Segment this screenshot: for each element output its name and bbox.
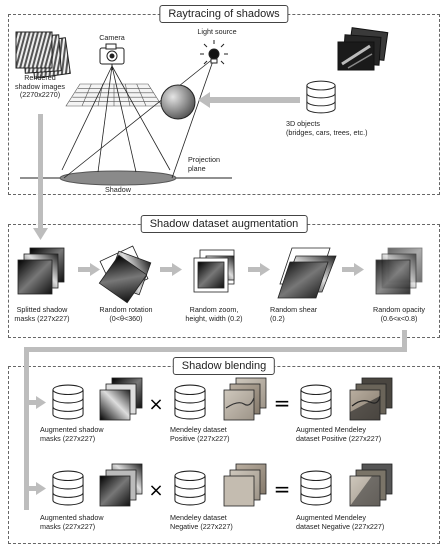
3d-object-images xyxy=(337,27,389,71)
augmented-mendeley-positive-db xyxy=(300,384,332,420)
sphere-object xyxy=(160,84,196,120)
augmented-masks-negative-label: Augmented shadow masks (227x227) xyxy=(40,513,104,531)
augmented-masks-images-negative xyxy=(99,463,143,507)
shear-example xyxy=(277,247,337,299)
mendeley-negative-images xyxy=(223,463,267,507)
splitted-masks-stack xyxy=(17,247,65,295)
rendered-images-stack xyxy=(15,31,71,79)
zoom-example xyxy=(193,249,235,293)
raytracing-title: Raytracing of shadows xyxy=(159,5,289,23)
augmented-masks-db-negative xyxy=(52,470,84,506)
mendeley-positive-label: Mendeley dataset Positive (227x227) xyxy=(170,425,230,443)
augmentation-title: Shadow dataset augmentation xyxy=(140,215,308,233)
augmentation-panel: Shadow dataset augmentation xyxy=(8,215,440,338)
mendeley-positive-images xyxy=(223,377,267,421)
rendered-images-label: Rendered shadow images (2270x2270) xyxy=(15,73,65,100)
step-zoom-label: Random zoom, height, width (0.2) xyxy=(185,305,243,323)
step-opacity-label: Random opacity (0.6<κ<0.8) xyxy=(373,305,425,323)
mendeley-negative-label: Mendeley dataset Negative (227x227) xyxy=(170,513,233,531)
3d-objects-database-icon xyxy=(306,80,336,114)
blending-panel: Shadow blending xyxy=(8,357,440,544)
step-rotation-label: Random rotation (0<θ<360) xyxy=(99,305,153,323)
camera-rays xyxy=(61,65,171,173)
blending-title: Shadow blending xyxy=(172,357,276,375)
augmented-mendeley-positive-images xyxy=(349,377,393,421)
projection-plane-label: Projection plane xyxy=(188,155,220,173)
equals-operator-positive: = xyxy=(274,391,291,415)
mendeley-positive-db xyxy=(174,384,206,420)
shadow-label: Shadow xyxy=(105,185,131,194)
multiply-operator-positive: × xyxy=(148,394,163,415)
objects-to-scene-arrow xyxy=(198,92,300,108)
augmented-mendeley-positive-label: Augmented Mendeley dataset Positive (227… xyxy=(296,425,382,443)
step-splitted-label: Splitted shadow masks (227x227) xyxy=(14,305,70,323)
section2-to-section3-arrow xyxy=(24,330,407,510)
light-bulb-icon xyxy=(200,40,228,65)
camera-icon xyxy=(99,43,125,70)
augmented-masks-positive-label: Augmented shadow masks (227x227) xyxy=(40,425,104,443)
raytracing-panel: Raytracing of shadows xyxy=(8,5,440,195)
light-source-label: Light source xyxy=(197,27,237,36)
augmented-mendeley-negative-images xyxy=(349,463,393,507)
opacity-example xyxy=(375,247,423,295)
projected-shadow xyxy=(59,170,177,186)
augmentation-arrows xyxy=(78,263,364,276)
camera-label: Camera xyxy=(99,33,125,42)
rotation-example xyxy=(98,245,152,304)
section1-to-section2-arrow xyxy=(33,114,48,240)
augmented-masks-images-positive xyxy=(99,377,143,421)
step-shear-label: Random shear (0.2) xyxy=(270,305,318,323)
3d-objects-label: 3D objects (bridges, cars, trees, etc.) xyxy=(286,119,368,137)
multiply-operator-negative: × xyxy=(148,480,163,501)
equals-operator-negative: = xyxy=(274,477,291,501)
augmented-mendeley-negative-label: Augmented Mendeley dataset Negative (227… xyxy=(296,513,385,531)
mendeley-negative-db xyxy=(174,470,206,506)
augmented-masks-db-positive xyxy=(52,384,84,420)
image-plane-grid xyxy=(65,83,163,107)
augmented-mendeley-negative-db xyxy=(300,470,332,506)
light-cone xyxy=(63,57,215,179)
